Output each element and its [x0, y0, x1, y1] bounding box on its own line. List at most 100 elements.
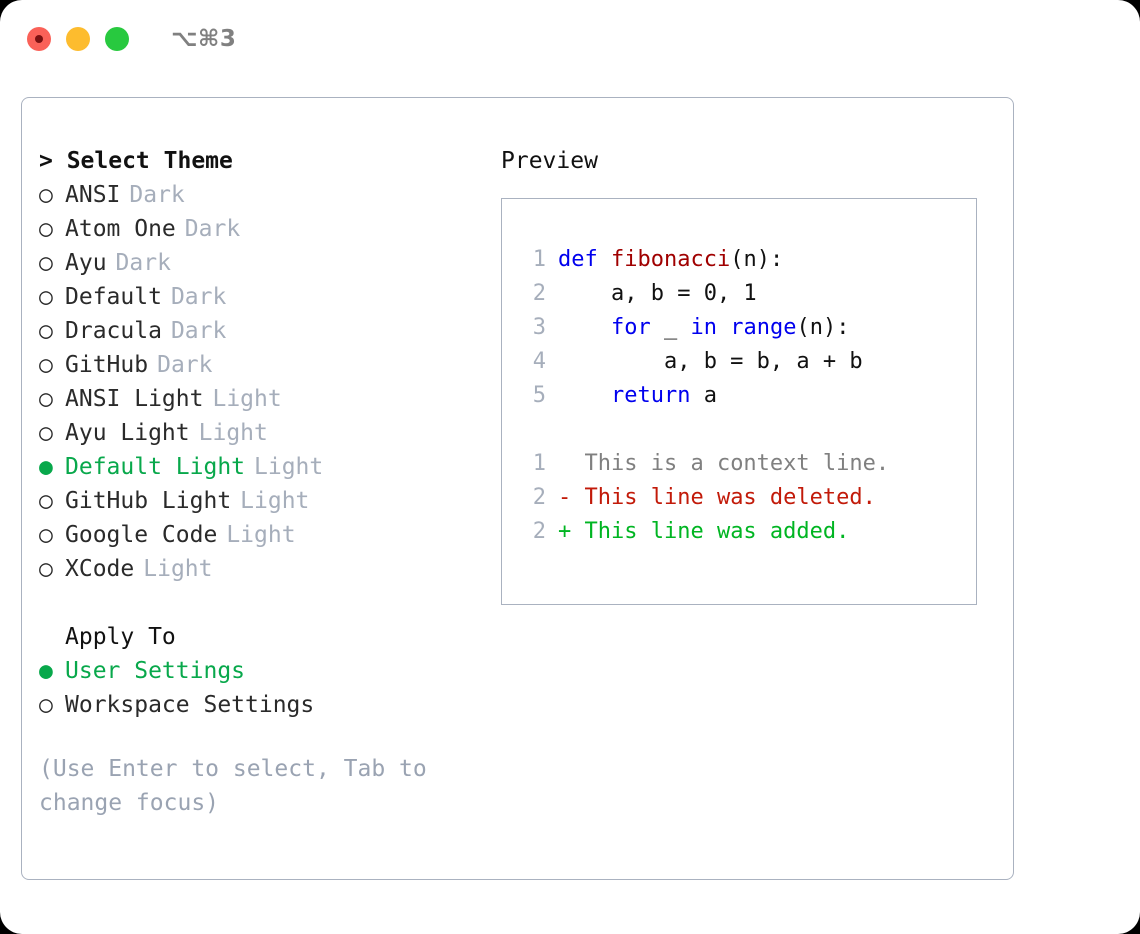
code-token: a, b = 0, 1 — [558, 281, 757, 306]
diff-sign: - — [558, 485, 572, 510]
theme-option-category: Light — [254, 454, 324, 480]
apply-to-option-name: Workspace Settings — [65, 692, 315, 718]
code-line-content: for _ in range(n): — [558, 311, 849, 345]
code-token: _ — [650, 315, 691, 340]
radio-unselected-icon: ○ — [39, 182, 53, 208]
theme-option-name: GitHub Light — [65, 488, 232, 514]
diff-line-added: 2+ This line was added. — [516, 515, 970, 549]
theme-option-github[interactable]: ○ GitHub Dark — [39, 348, 489, 382]
select-theme-header: > Select Theme — [39, 148, 233, 174]
code-token: return — [610, 383, 691, 408]
diff-line-content: This line was deleted. — [571, 485, 876, 510]
radio-unselected-icon: ○ — [39, 284, 53, 310]
theme-option-name: Default — [65, 284, 162, 310]
code-token: (n): — [730, 247, 784, 272]
radio-selected-icon: ● — [39, 658, 53, 684]
hint-spacer — [39, 722, 489, 752]
code-line-number: 4 — [532, 349, 546, 374]
theme-option-name: Dracula — [65, 318, 162, 344]
diff-sign: + — [558, 519, 572, 544]
radio-unselected-icon: ○ — [39, 216, 53, 242]
code-line-content: a, b = b, a + b — [558, 345, 863, 379]
titlebar: ⌥⌘3 — [0, 0, 1140, 78]
diff-line-deleted: 2- This line was deleted. — [516, 481, 970, 515]
code-token: a, b = b, a + b — [558, 349, 863, 374]
code-blank-line — [516, 413, 970, 447]
list-spacer — [39, 586, 489, 620]
apply-to-list[interactable]: ● User Settings ○ Workspace Settings — [39, 654, 489, 722]
theme-option-category: Dark — [170, 318, 227, 344]
code-token — [558, 383, 611, 408]
radio-unselected-icon: ○ — [39, 556, 53, 582]
theme-option-category: Dark — [115, 250, 171, 276]
theme-option-category: Light — [212, 386, 282, 412]
apply-to-option-workspace-settings[interactable]: ○ Workspace Settings — [39, 688, 489, 722]
code-token: fibonacci — [611, 247, 731, 272]
minimize-window-button[interactable] — [66, 27, 90, 51]
code-line: 3 for _ in range(n): — [516, 311, 970, 345]
theme-option-name: XCode — [65, 556, 135, 582]
close-window-button[interactable] — [27, 27, 51, 51]
theme-option-category: Light — [226, 522, 296, 548]
preview-title: Preview — [501, 148, 598, 174]
radio-unselected-icon: ○ — [39, 692, 53, 718]
radio-unselected-icon: ○ — [39, 522, 53, 548]
code-token: range — [730, 315, 797, 340]
radio-unselected-icon: ○ — [39, 420, 53, 446]
code-line-number: 3 — [532, 315, 546, 340]
theme-option-name: Ayu — [65, 250, 107, 276]
diff-line-context: 1 This is a context line. — [516, 447, 970, 481]
radio-unselected-icon: ○ — [39, 352, 53, 378]
keyboard-shortcut-label: ⌥⌘3 — [171, 26, 237, 52]
apply-to-option-user-settings[interactable]: ● User Settings — [39, 654, 489, 688]
apply-to-option-name: User Settings — [65, 658, 246, 684]
theme-option-category: Dark — [184, 216, 241, 242]
theme-option-name: Ayu Light — [65, 420, 190, 446]
diff-line-content: This is a context line. — [571, 451, 890, 476]
theme-option-name: GitHub — [65, 352, 149, 378]
theme-option-default-light[interactable]: ● Default Light Light — [39, 450, 489, 484]
theme-option-name: Default Light — [65, 454, 246, 480]
code-line-number: 2 — [532, 281, 546, 306]
diff-line-number: 2 — [532, 485, 546, 510]
maximize-window-button[interactable] — [105, 27, 129, 51]
radio-unselected-icon: ○ — [39, 488, 53, 514]
theme-option-category: Dark — [157, 352, 213, 378]
code-token: (n): — [796, 315, 850, 340]
code-token — [717, 315, 730, 340]
theme-option-name: Google Code — [65, 522, 218, 548]
window-controls — [27, 27, 129, 51]
diff-lines: 1 This is a context line.2- This line wa… — [516, 447, 970, 549]
code-token: def — [558, 247, 598, 272]
diff-line-number: 1 — [532, 451, 546, 476]
theme-option-atom-one[interactable]: ○ Atom One Dark — [39, 212, 489, 246]
theme-option-name: Atom One — [65, 216, 176, 242]
theme-option-google-code[interactable]: ○ Google Code Light — [39, 518, 489, 552]
code-token: for — [610, 315, 651, 340]
radio-selected-icon: ● — [39, 454, 53, 480]
theme-option-name: ANSI Light — [65, 386, 204, 412]
diff-sign — [558, 447, 571, 481]
apply-to-label: Apply To — [65, 624, 176, 650]
diff-line-content: This line was added. — [571, 519, 850, 544]
code-token: in — [690, 315, 717, 340]
code-token — [598, 247, 611, 272]
theme-option-name: ANSI — [65, 182, 121, 208]
code-line: 4 a, b = b, a + b — [516, 345, 970, 379]
